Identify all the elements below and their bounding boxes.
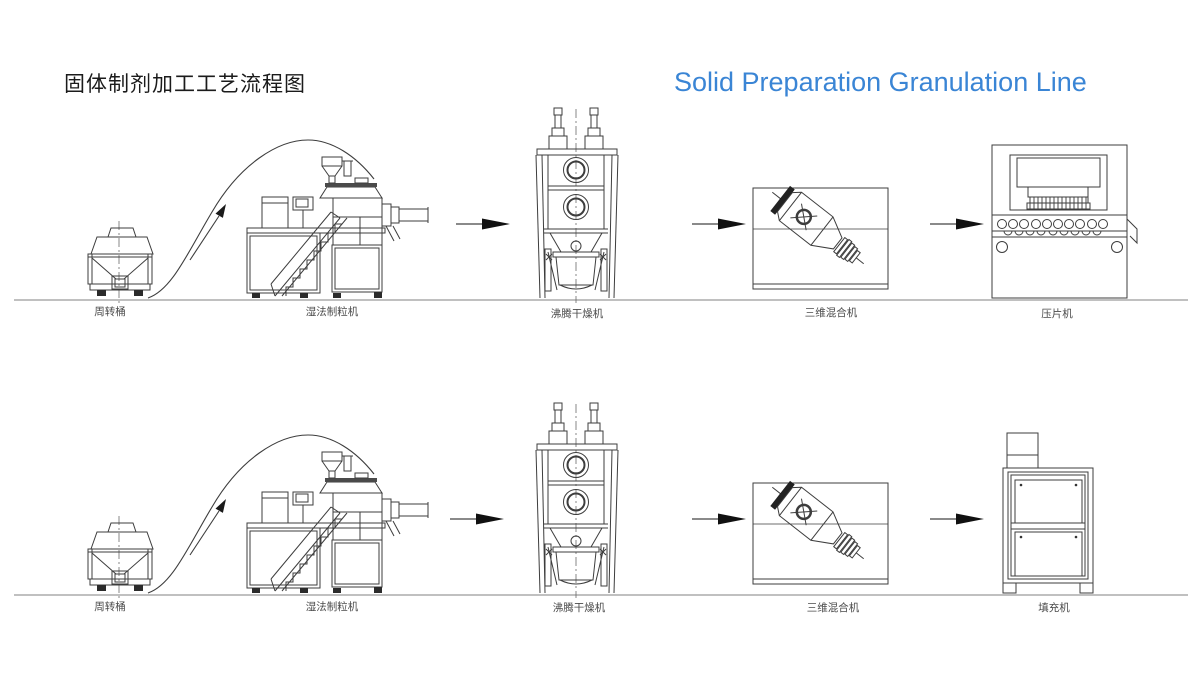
flow-arrow-row1-1 [455, 217, 511, 231]
flow-arrow-row1-2 [691, 217, 747, 231]
turnover-bucket-row2-drawing [87, 515, 154, 599]
label-filling-machine: 填充机 [1038, 603, 1070, 614]
flow-arrow-row2-1 [449, 512, 505, 526]
flow-arrow-row2-3 [929, 512, 985, 526]
wet-granulator-row2-drawing [246, 451, 429, 594]
label-three-d-mixer-row2: 三维混合机 [806, 603, 860, 614]
label-turnover-bucket-row1: 周转桶 [94, 307, 126, 318]
label-three-d-mixer-row1: 三维混合机 [804, 308, 858, 319]
flow-arrow-row2-2 [691, 512, 747, 526]
label-turnover-bucket-row2: 周转桶 [94, 602, 126, 613]
page-title-english: Solid Preparation Granulation Line [674, 67, 1087, 97]
label-fluid-bed-dryer-row2: 沸腾干燥机 [552, 603, 606, 614]
transfer-hose-row2 [147, 434, 375, 594]
row2-capsule-line [14, 402, 1188, 599]
flow-arrow-row1-3 [929, 217, 985, 231]
fluid-bed-dryer-row1-drawing [535, 107, 619, 304]
fluid-bed-dryer-row2-drawing [535, 402, 619, 599]
page-title-chinese: 固体制剂加工工艺流程图 [64, 72, 306, 96]
label-wet-granulator-row1: 湿法制粒机 [305, 307, 359, 318]
label-tablet-press: 压片机 [1041, 309, 1073, 320]
tablet-press-drawing [991, 144, 1138, 299]
row1-tablet-line [14, 107, 1188, 304]
filling-machine-drawing [1002, 432, 1094, 594]
three-d-mixer-row2-drawing [751, 471, 890, 586]
label-fluid-bed-dryer-row1: 沸腾干燥机 [550, 309, 604, 320]
label-wet-granulator-row2: 湿法制粒机 [305, 602, 359, 613]
three-d-mixer-row1-drawing [751, 176, 890, 291]
wet-granulator-row1-drawing [246, 156, 429, 299]
transfer-hose-row1 [147, 139, 375, 299]
turnover-bucket-row1-drawing [87, 220, 154, 304]
